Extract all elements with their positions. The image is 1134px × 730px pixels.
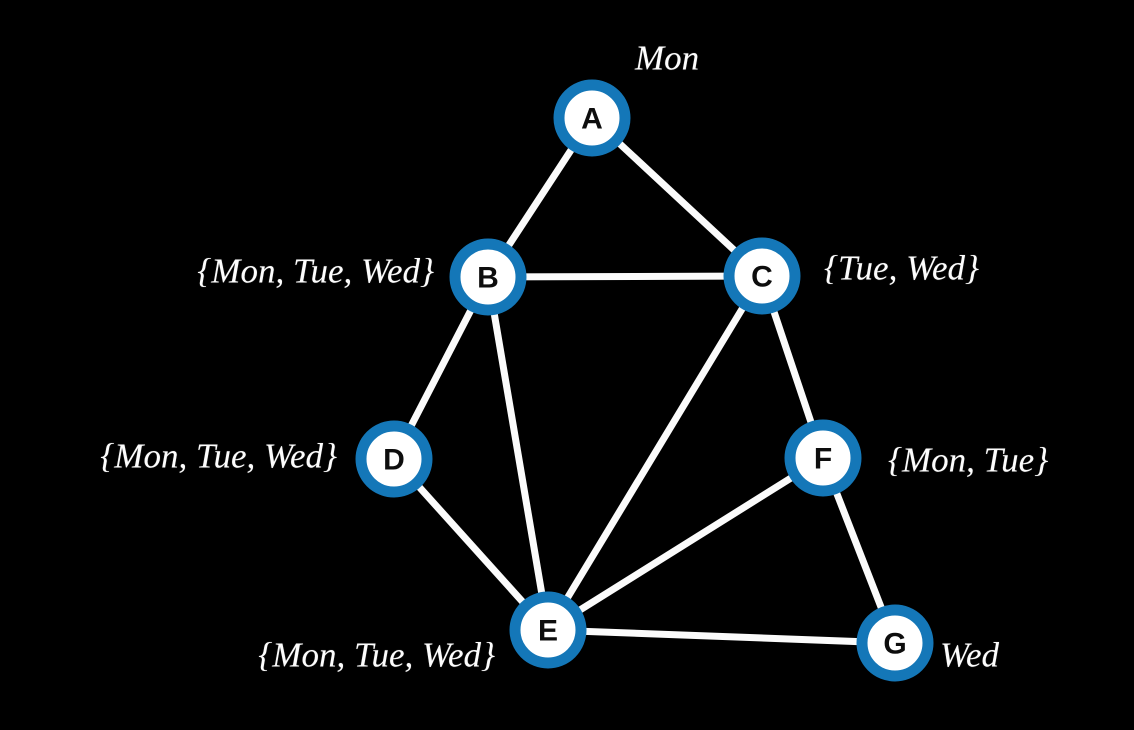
node-letter-e: E [538,615,558,648]
domain-label-c: {Tue, Wed} [824,248,980,288]
domain-label-g: Wed [940,635,999,675]
node-letter-f: F [814,443,832,476]
node-circle-e[interactable] [509,591,587,669]
domain-label-e: {Mon, Tue, Wed} [258,635,495,675]
edges-layer [390,115,899,647]
node-letter-a: A [581,103,603,136]
node-circle-a[interactable] [553,79,631,157]
nodes-layer: A B C D E F G [355,79,934,682]
node-letter-c: C [751,261,773,294]
node-letter-g: G [883,628,906,661]
graph-edge-c-e [545,274,765,632]
graph-edge-b-e [484,276,552,631]
graph-edge-a-c [589,115,765,279]
node-circle-b[interactable] [449,238,527,316]
graph-node-g[interactable]: G [856,604,934,682]
domain-label-f: {Mon, Tue} [888,440,1049,480]
domain-label-a: Mon [635,38,700,78]
graph-node-c[interactable]: C [723,237,801,315]
domain-label-d: {Mon, Tue, Wed} [100,436,337,476]
domain-label-b: {Mon, Tue, Wed} [197,251,434,291]
graph-node-f[interactable]: F [784,419,862,497]
graph-node-a[interactable]: A [553,79,631,157]
node-circle-g[interactable] [856,604,934,682]
graph-edge-b-c [487,272,763,281]
node-circle-d[interactable] [355,420,433,498]
node-circle-c[interactable] [723,237,801,315]
graph-edge-e-g [547,626,896,647]
graph-node-b[interactable]: B [449,238,527,316]
graph-edge-e-f [546,455,825,633]
node-circle-f[interactable] [784,419,862,497]
node-letter-d: D [383,444,405,477]
graph-node-e[interactable]: E [509,591,587,669]
node-letter-b: B [477,262,499,295]
graph-node-d[interactable]: D [355,420,433,498]
